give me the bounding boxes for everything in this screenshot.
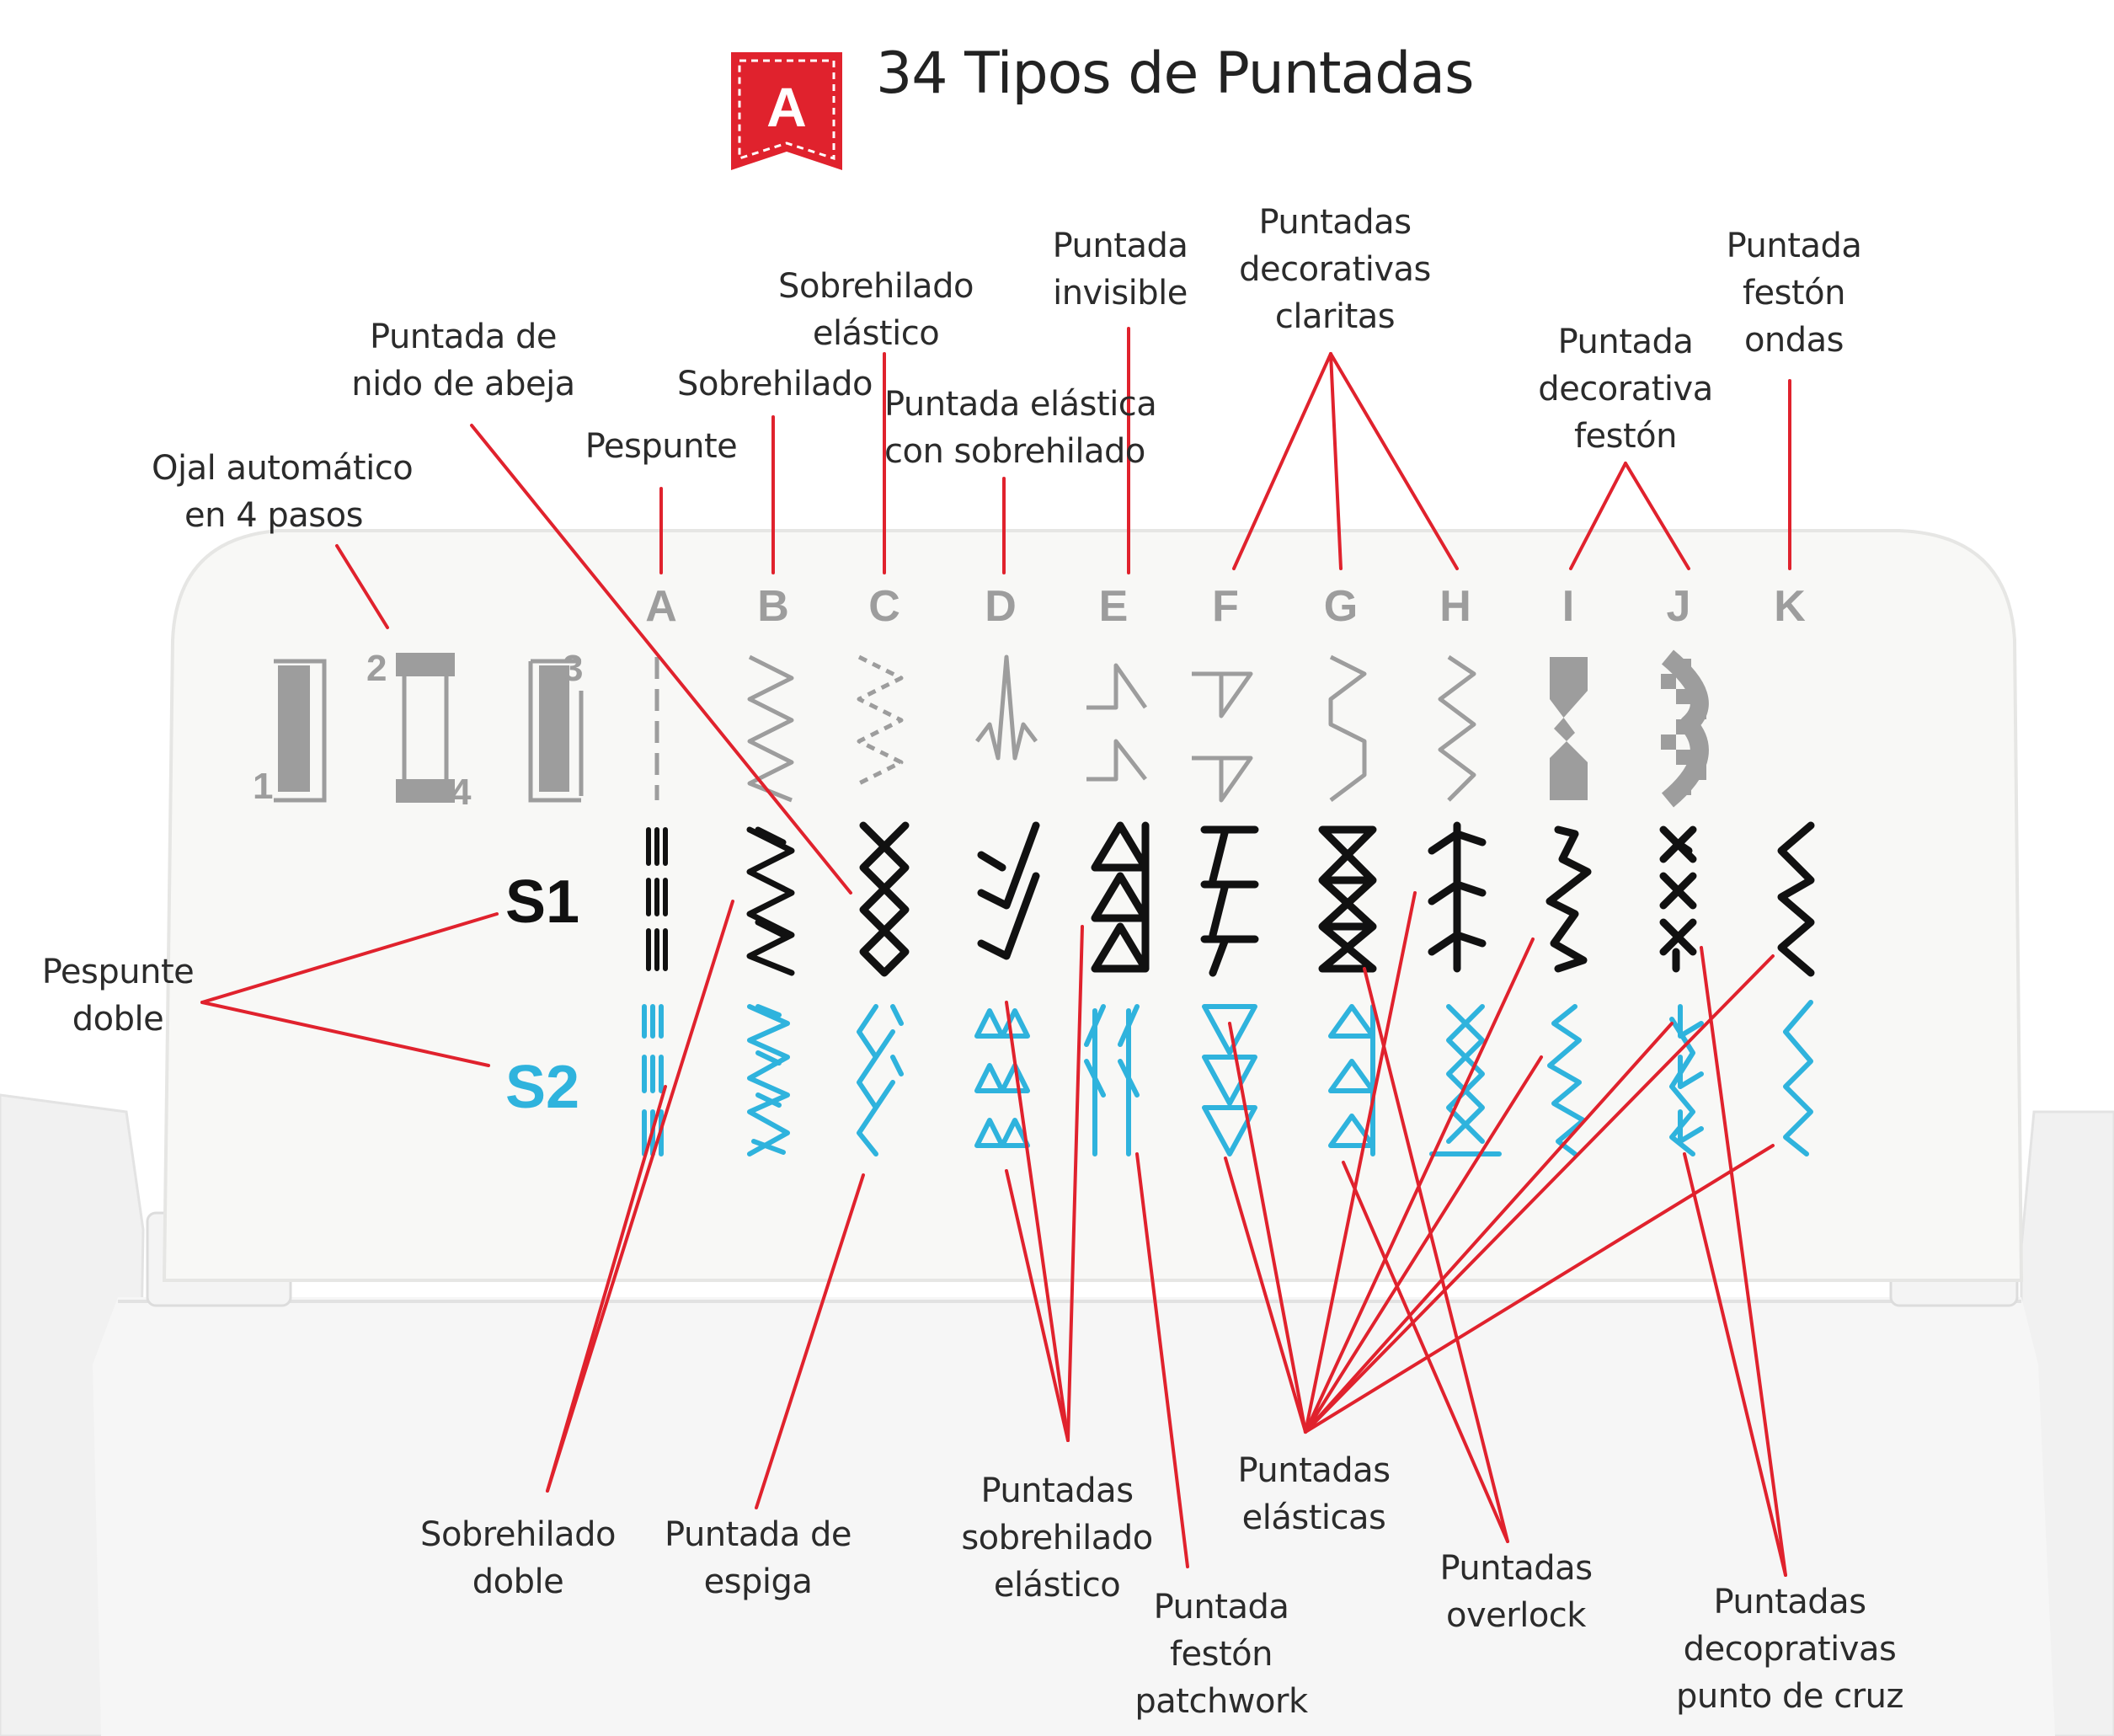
column-letter-k: K [1774, 582, 1806, 631]
stitch-j-s2 [1669, 1004, 1704, 1156]
stitch-j-top [1661, 659, 1706, 795]
stitch-i-s1 [1545, 825, 1592, 973]
column-letter-b: B [757, 582, 789, 631]
buttonhole-number-2: 2 [366, 648, 387, 689]
column-letter-f: F [1212, 582, 1239, 631]
page-title: 34 Tipos de Puntadas [876, 40, 1475, 107]
stitch-h-s2 [1429, 1004, 1502, 1156]
stitch-i-s2 [1547, 1004, 1586, 1156]
label-sobrehilado: Sobrehilado [677, 365, 873, 403]
column-letter-j: J [1666, 582, 1691, 631]
s2-stitches [642, 1000, 1813, 1156]
badge-letter: A [766, 76, 807, 138]
row-label-s1: S1 [505, 868, 580, 936]
stitch-h-top [1438, 654, 1476, 802]
column-letter-h: H [1439, 582, 1471, 631]
stitch-b-s2 [747, 1004, 790, 1156]
stitch-f-top [1192, 671, 1253, 803]
stitch-f-s2 [1202, 1004, 1257, 1156]
s1-stitches [646, 821, 1815, 977]
stitch-k-s2 [1783, 1000, 1813, 1156]
stitch-a-s1 [646, 827, 668, 971]
stitch-c-top [857, 654, 904, 786]
buttonhole-step2-top [396, 653, 455, 676]
buttonhole-icons [274, 653, 584, 803]
column-letter-g: G [1323, 582, 1359, 631]
top-row-stitches [654, 649, 1709, 808]
stitch-badge-icon: A [731, 52, 842, 170]
buttonhole-step2-bottom [396, 779, 455, 803]
buttonhole-number-4: 4 [451, 772, 472, 813]
stitch-a-s2 [642, 1004, 664, 1156]
stitch-i-top [1550, 657, 1588, 800]
stitch-f-s1 [1200, 825, 1259, 977]
stitch-e-s2 [1084, 1004, 1140, 1156]
stitch-c-s2 [857, 1004, 904, 1156]
annotation-lines [200, 327, 1791, 1577]
machine-base [93, 1297, 2055, 1736]
column-letter-e: E [1098, 582, 1129, 631]
stitch-e-s1 [1091, 821, 1150, 973]
column-letter-a: A [645, 582, 677, 631]
column-letter-i: I [1561, 582, 1575, 631]
stitch-k-s1 [1777, 821, 1815, 977]
stitch-b-s1 [746, 826, 795, 976]
stitch-d-top [975, 654, 1038, 761]
stitch-c-s1 [859, 821, 910, 977]
buttonhole-number-3: 3 [563, 648, 583, 689]
stitch-h-s1 [1428, 821, 1487, 973]
stitch-e-top [1086, 663, 1148, 782]
column-letter-d: D [985, 582, 1017, 631]
stitch-d-s2 [974, 1008, 1030, 1148]
label-pespunte: Pespunte [585, 427, 738, 466]
stitch-d-s1 [977, 821, 1040, 960]
row-label-s2: S2 [505, 1054, 580, 1121]
stitch-b-top [747, 654, 794, 803]
stitch-g-s2 [1328, 1004, 1375, 1156]
top-row-filled [1550, 657, 1706, 800]
stitch-g-s1 [1318, 825, 1377, 973]
buttonhole-step3-bar [539, 665, 569, 792]
column-letter-c: C [868, 582, 900, 631]
stitch-chart-card [162, 529, 2024, 1282]
stitch-g-top [1328, 654, 1367, 802]
stitch-j-s1 [1659, 825, 1697, 973]
buttonhole-number-1: 1 [253, 766, 273, 807]
buttonhole-step1-bar [278, 665, 310, 792]
